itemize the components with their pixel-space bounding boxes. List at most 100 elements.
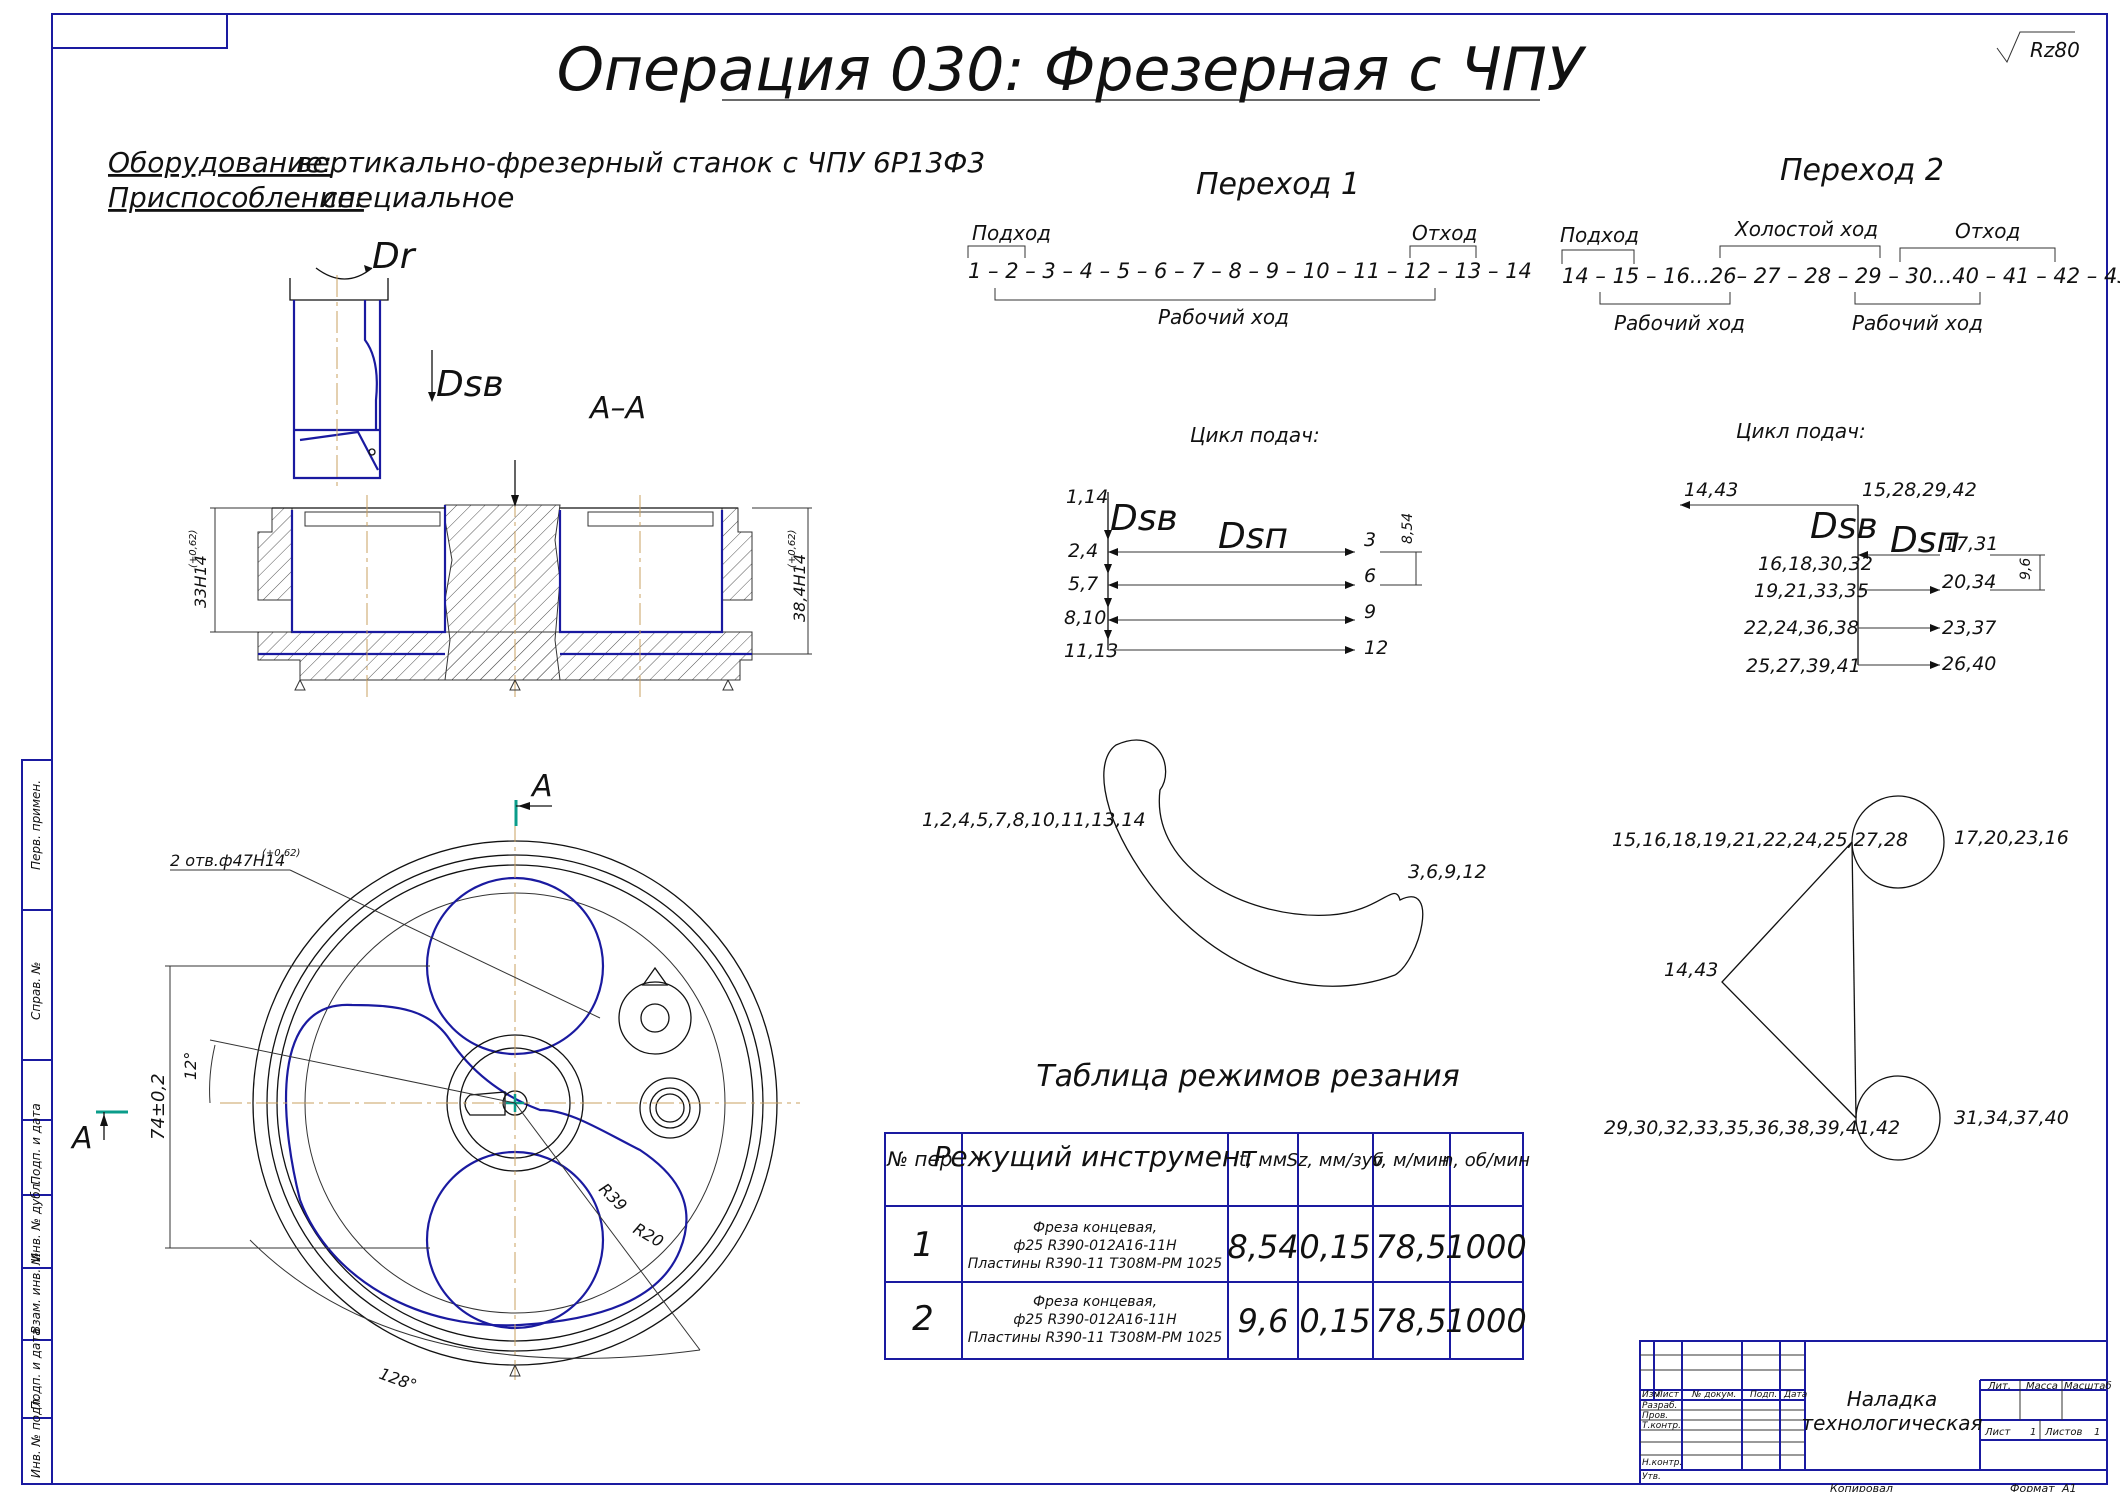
transition1-title: Переход 1 <box>1196 167 1360 202</box>
transition2-exit: Отход <box>1955 219 2020 243</box>
row1-t: 8,54 <box>1227 1228 1298 1266</box>
tb-format-val: А1 <box>2061 1482 2077 1492</box>
tb-col-podp: Подп. <box>1750 1390 1777 1400</box>
t2-dsv: Dsв <box>1810 506 1878 547</box>
row1-tool-2: Пластины R390-11 Т308М-РМ 1025 <box>968 1256 1223 1272</box>
t2-left-0: 16,18,30,32 <box>1758 553 1873 575</box>
th-n: n, об/мин <box>1442 1150 1530 1171</box>
dim-holes-tol: (+0,62) <box>262 848 300 859</box>
section-aa-label: А–А <box>588 391 646 426</box>
roughness-symbol: Rz80 <box>1996 31 2080 64</box>
cutter-sketch: Dr Dsв <box>289 236 504 490</box>
equipment-value: вертикально-фрезерный станок с ЧПУ 6Р13Ф… <box>296 146 985 179</box>
stamp-podp1: Подп. и дата <box>29 1103 43 1185</box>
row1-s: 0,15 <box>1299 1228 1370 1266</box>
row2-tool-2: Пластины R390-11 Т308М-РМ 1025 <box>968 1330 1223 1346</box>
dim-left-tol: (+0,62) <box>188 530 199 568</box>
t1-right-1: 6 <box>1364 565 1376 587</box>
transition1-approach: Подход <box>972 221 1051 245</box>
t1-arc-left: 1,2,4,5,7,8,10,11,13,14 <box>922 809 1146 831</box>
stamp-perv: Перв. примен. <box>29 780 43 870</box>
th-t: t, мм <box>1239 1149 1287 1171</box>
t1-depth: 8,54 <box>1400 513 1416 544</box>
row2-tool-0: Фреза концевая, <box>1033 1294 1157 1310</box>
transition2-idle: Холостой ход <box>1734 217 1878 241</box>
transition1-cycle: Цикл подач: <box>1190 423 1320 447</box>
t2-right-3: 26,40 <box>1942 653 1996 675</box>
t2-path-mid: 14,43 <box>1664 959 1718 981</box>
transition2-cycle: Цикл подач: <box>1736 419 1866 443</box>
tb-col-izm: Изм <box>1642 1390 1661 1400</box>
dim-vertical: 74±0,2 <box>148 1073 169 1140</box>
t1-left-0: 1,14 <box>1066 486 1108 508</box>
t1-left-2: 5,7 <box>1068 573 1098 595</box>
table-title: Таблица режимов резания <box>1036 1059 1459 1094</box>
t1-left-1: 2,4 <box>1068 540 1098 562</box>
equipment-label: Оборудование: <box>108 146 332 179</box>
svg-text:Dr: Dr <box>372 236 417 277</box>
th-v: v, м/мин <box>1372 1150 1450 1171</box>
row2-tool-1: ф25 R390-012А16-11Н <box>1013 1312 1177 1328</box>
tb-sheets-no: 1 <box>2094 1427 2100 1438</box>
row1-no: 1 <box>912 1225 934 1265</box>
row2-v: 78,5 <box>1375 1302 1446 1340</box>
row1-tool-0: Фреза концевая, <box>1033 1220 1157 1236</box>
dim-angle-12: 12° <box>181 1052 200 1080</box>
t1-left-4: 11,13 <box>1064 640 1118 662</box>
section-aa: 33H14 (+0,62) 38,4H14 (+0,62) <box>188 460 812 700</box>
t2-top-right: 15,28,29,42 <box>1862 479 1977 501</box>
row1-tool-1: ф25 R390-012А16-11Н <box>1013 1238 1177 1254</box>
svg-text:Rz80: Rz80 <box>2030 38 2080 62</box>
transition1-sequence: 1 – 2 – 3 – 4 – 5 – 6 – 7 – 8 – 9 – 10 –… <box>968 259 1532 283</box>
tb-col-data: Дата <box>1783 1390 1807 1400</box>
tb-mass: Масса <box>2026 1381 2058 1392</box>
tb-lit: Лит. <box>1987 1381 2011 1392</box>
transition-1: Переход 1 Подход Отход 1 – 2 – 3 – 4 – 5… <box>922 167 1532 987</box>
transition-2: Переход 2 Подход Холостой ход Отход 14 –… <box>1560 153 2120 1161</box>
t2-path-top-left: 15,16,18,19,21,22,24,25,27,28 <box>1612 829 1908 851</box>
cutting-table: Таблица режимов резания № пер. Режущий и… <box>884 1059 1530 1360</box>
tb-name-2: технологическая <box>1801 1411 1982 1435</box>
view-a-left: А <box>70 1121 93 1156</box>
title-block: Изм Лист № докум. Подп. Дата Разраб. Про… <box>1639 1340 2112 1492</box>
t2-left-1: 19,21,33,35 <box>1754 580 1869 602</box>
plan-view: А А 2 отв.ф47H14 (+0,62) 74±0,2 12° 128°… <box>70 769 800 1395</box>
top-left-stamp <box>51 13 228 49</box>
t1-dsp: Dsп <box>1218 516 1288 557</box>
t2-top-left: 14,43 <box>1684 479 1738 501</box>
transition2-title: Переход 2 <box>1780 153 1944 188</box>
t2-left-3: 25,27,39,41 <box>1746 655 1861 677</box>
view-a-top: А <box>530 769 553 804</box>
row2-no: 2 <box>912 1299 934 1339</box>
dim-left-height: 33H14 <box>191 555 210 608</box>
outer-frame <box>51 13 2108 1485</box>
dim-angle-128: 128° <box>377 1364 420 1395</box>
svg-text:Dsв: Dsв <box>436 364 504 405</box>
t2-path-top-right: 17,20,23,16 <box>1954 827 2069 849</box>
tb-col-dok: № докум. <box>1691 1390 1736 1400</box>
t1-right-3: 12 <box>1364 637 1388 659</box>
tb-row-prov: Пров. <box>1642 1411 1668 1421</box>
tb-col-list: Лист <box>1655 1390 1680 1400</box>
t1-dsv: Dsв <box>1110 498 1178 539</box>
tb-row-tkontr: Т.контр. <box>1642 1421 1681 1431</box>
transition2-working1: Рабочий ход <box>1614 311 1745 335</box>
row2-s: 0,15 <box>1299 1302 1370 1340</box>
transition1-exit: Отход <box>1412 221 1477 245</box>
side-stamp: Перв. примен. Справ. № Подп. и дата Инв.… <box>21 759 53 1485</box>
stamp-podp2: Подп. и дата <box>29 1328 43 1410</box>
t2-right-1: 20,34 <box>1942 571 1996 593</box>
row1-n: 1000 <box>1445 1228 1526 1266</box>
tb-format: Формат <box>2010 1482 2055 1492</box>
tb-sheets: Листов <box>2044 1427 2082 1438</box>
tb-copied: Копировал <box>1830 1482 1893 1492</box>
transition2-sequence: 14 – 15 – 16...26– 27 – 28 – 29 – 30...4… <box>1562 264 2120 288</box>
th-tool: Режущий инструмент <box>933 1140 1257 1173</box>
transition2-working2: Рабочий ход <box>1852 311 1983 335</box>
transition1-working: Рабочий ход <box>1158 305 1289 329</box>
tb-scale: Масштаб <box>2064 1380 2112 1392</box>
t2-depth: 9,6 <box>2018 558 2034 580</box>
stamp-inv-podl: Инв. № подл. <box>29 1395 43 1478</box>
t1-right-0: 3 <box>1364 529 1376 551</box>
